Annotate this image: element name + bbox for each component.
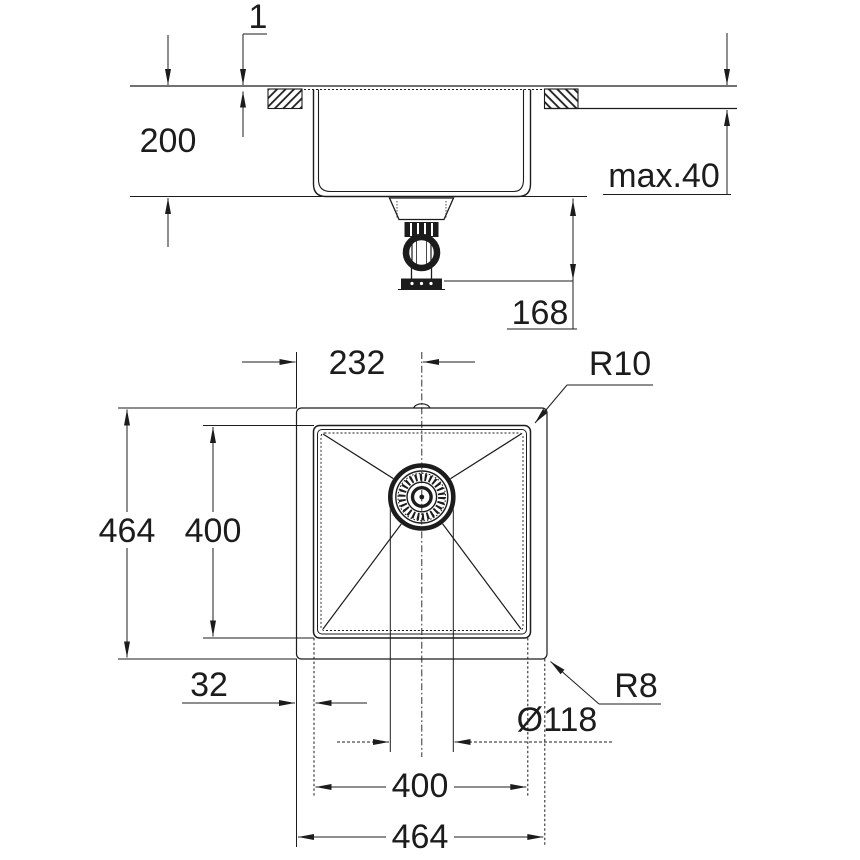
drain-center-dot [419,494,425,500]
drain-center-ring [410,486,433,509]
label-corner-radius-outer: R8 [550,661,661,705]
drain-assembly-section [388,197,455,290]
dim-bowl-depth: 200 [140,35,197,247]
dim-label-drain-diameter: Ø118 [517,701,598,739]
bowl-slope-diagonals [322,433,522,630]
extension-lines [118,352,546,847]
section-view: 1 200 max.40 168 [130,0,737,332]
dim-counter-thickness: max.40 [603,33,731,195]
dim-outer-width-bottom: 464 [298,818,544,856]
countertop-hatch-left [267,88,303,110]
countertop-hatch-right [543,88,579,110]
dim-inner-width-bottom: 400 [315,767,527,805]
dim-label-outer-width: 464 [392,818,449,856]
sink-bowl-section [130,89,587,198]
plan-view: 232 R10 464 400 32 R [99,344,661,856]
dim-outer-length-left: 464 [99,409,156,658]
dim-label-center-from-left: 232 [329,344,386,382]
dim-center-from-left: 232 [242,344,475,382]
strainer-slots-ring [398,473,446,521]
countertop-section [130,85,737,110]
dim-label-inner-width: 400 [392,767,449,805]
dim-drain-diameter: Ø118 [337,701,612,745]
trap-ball [402,233,441,272]
dim-drain-clearance: 168 [444,198,577,332]
dim-label-outer-length: 464 [99,512,156,550]
drain-plan [387,352,456,757]
label-text-radius-outer: R8 [614,667,657,705]
label-corner-radius-inner: R10 [534,345,653,424]
dim-label-inner-length: 400 [185,512,242,550]
dim-inner-length-left: 400 [185,427,242,637]
drain-collar [404,222,439,237]
dim-label-counter-thickness: max.40 [608,157,720,195]
dim-label-edge-offset: 32 [190,666,228,704]
dim-label-drain-clearance: 168 [512,294,569,332]
dim-rim-reveal: 1 [240,0,268,137]
dim-label-bowl-depth: 200 [140,122,197,160]
label-text-radius-inner: R10 [589,345,651,383]
dim-edge-offset: 32 [182,666,367,706]
dim-label-rim-reveal: 1 [249,0,268,36]
drain-outer-ring [387,463,456,531]
